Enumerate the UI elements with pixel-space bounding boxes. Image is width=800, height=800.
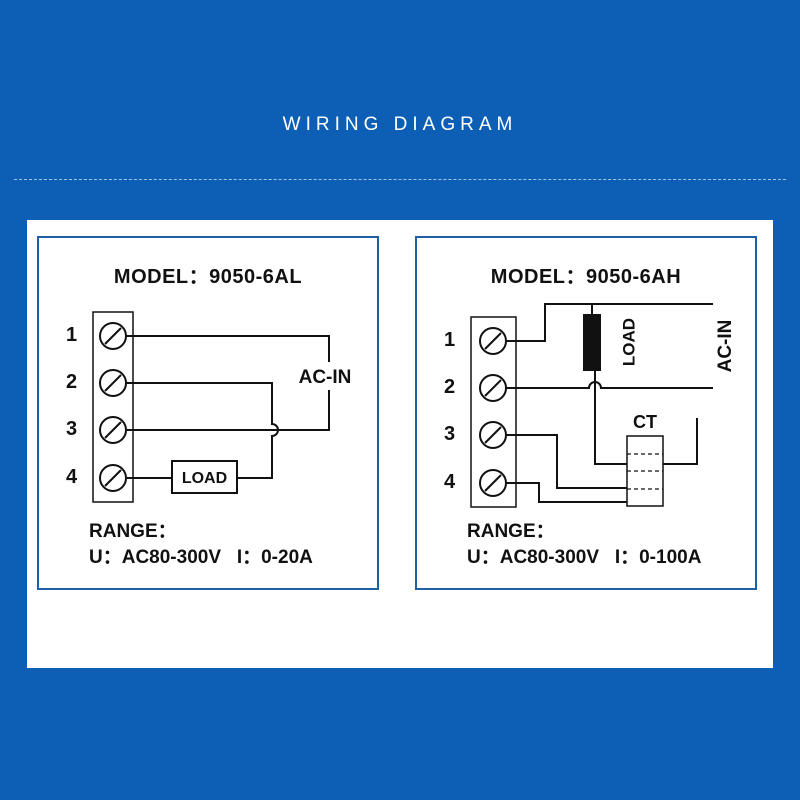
- terminal-number-1: 1: [66, 324, 78, 346]
- wiring-panel-6al: LOAD AC-IN MODEL：9050-6AL 1 2 3 4 RANGE：…: [37, 236, 379, 590]
- wire-terminal-1: [126, 335, 330, 362]
- wiring-panel-6ah: LOAD AC-IN CT MODEL：9050-6AH 1 2 3 4 RAN…: [415, 236, 757, 590]
- range-spec: U：AC80-300V I：0-20A: [89, 547, 313, 568]
- load-resistor: [583, 314, 601, 371]
- terminal-number-4: 4: [66, 466, 78, 488]
- range-title: RANGE：: [89, 521, 177, 542]
- model-label: MODEL：9050-6AL: [113, 266, 303, 288]
- diagram-sheet: LOAD AC-IN MODEL：9050-6AL 1 2 3 4 RANGE：…: [27, 220, 773, 668]
- terminal-number-3: 3: [444, 423, 456, 445]
- terminal-screw-4: [479, 469, 507, 497]
- terminal-screw-4: [99, 464, 127, 492]
- load-box: [171, 460, 238, 494]
- terminal-screw-1: [99, 322, 127, 350]
- range-title: RANGE：: [467, 521, 555, 542]
- terminal-number-3: 3: [66, 418, 78, 440]
- terminal-number-2: 2: [444, 376, 456, 398]
- range-spec: U：AC80-300V I：0-100A: [467, 547, 702, 568]
- load-label: LOAD: [182, 470, 227, 487]
- ct-label: CT: [633, 412, 657, 432]
- terminal-screw-3: [99, 416, 127, 444]
- ac-in-label: AC-IN: [715, 320, 736, 373]
- ac-in-label: AC-IN: [299, 367, 352, 388]
- wires: [506, 303, 713, 503]
- wire-terminal-4-ct: [506, 482, 627, 503]
- terminal-screw-2: [99, 369, 127, 397]
- wire-terminal-3-ct: [506, 434, 627, 489]
- title-divider: [14, 179, 786, 180]
- terminal-number-2: 2: [66, 371, 78, 393]
- terminal-number-1: 1: [444, 329, 456, 351]
- page-title: WIRING DIAGRAM: [282, 114, 518, 135]
- wire-terminal-2-load: [126, 382, 279, 479]
- wire-terminal-3: [126, 390, 330, 431]
- load-label: LOAD: [619, 318, 638, 366]
- model-label: MODEL：9050-6AH: [490, 266, 682, 288]
- terminal-number-4: 4: [444, 471, 456, 493]
- wire-terminal-1-line: [506, 303, 713, 342]
- wiring-diagram-6ah: LOAD AC-IN CT: [470, 303, 736, 508]
- terminal-screw-2: [479, 374, 507, 402]
- wire-terminal-2-neutral: [506, 381, 713, 389]
- terminal-screw-3: [479, 421, 507, 449]
- wires: [126, 335, 330, 479]
- terminal-screw-1: [479, 327, 507, 355]
- wiring-diagram-6al: LOAD AC-IN: [92, 311, 352, 503]
